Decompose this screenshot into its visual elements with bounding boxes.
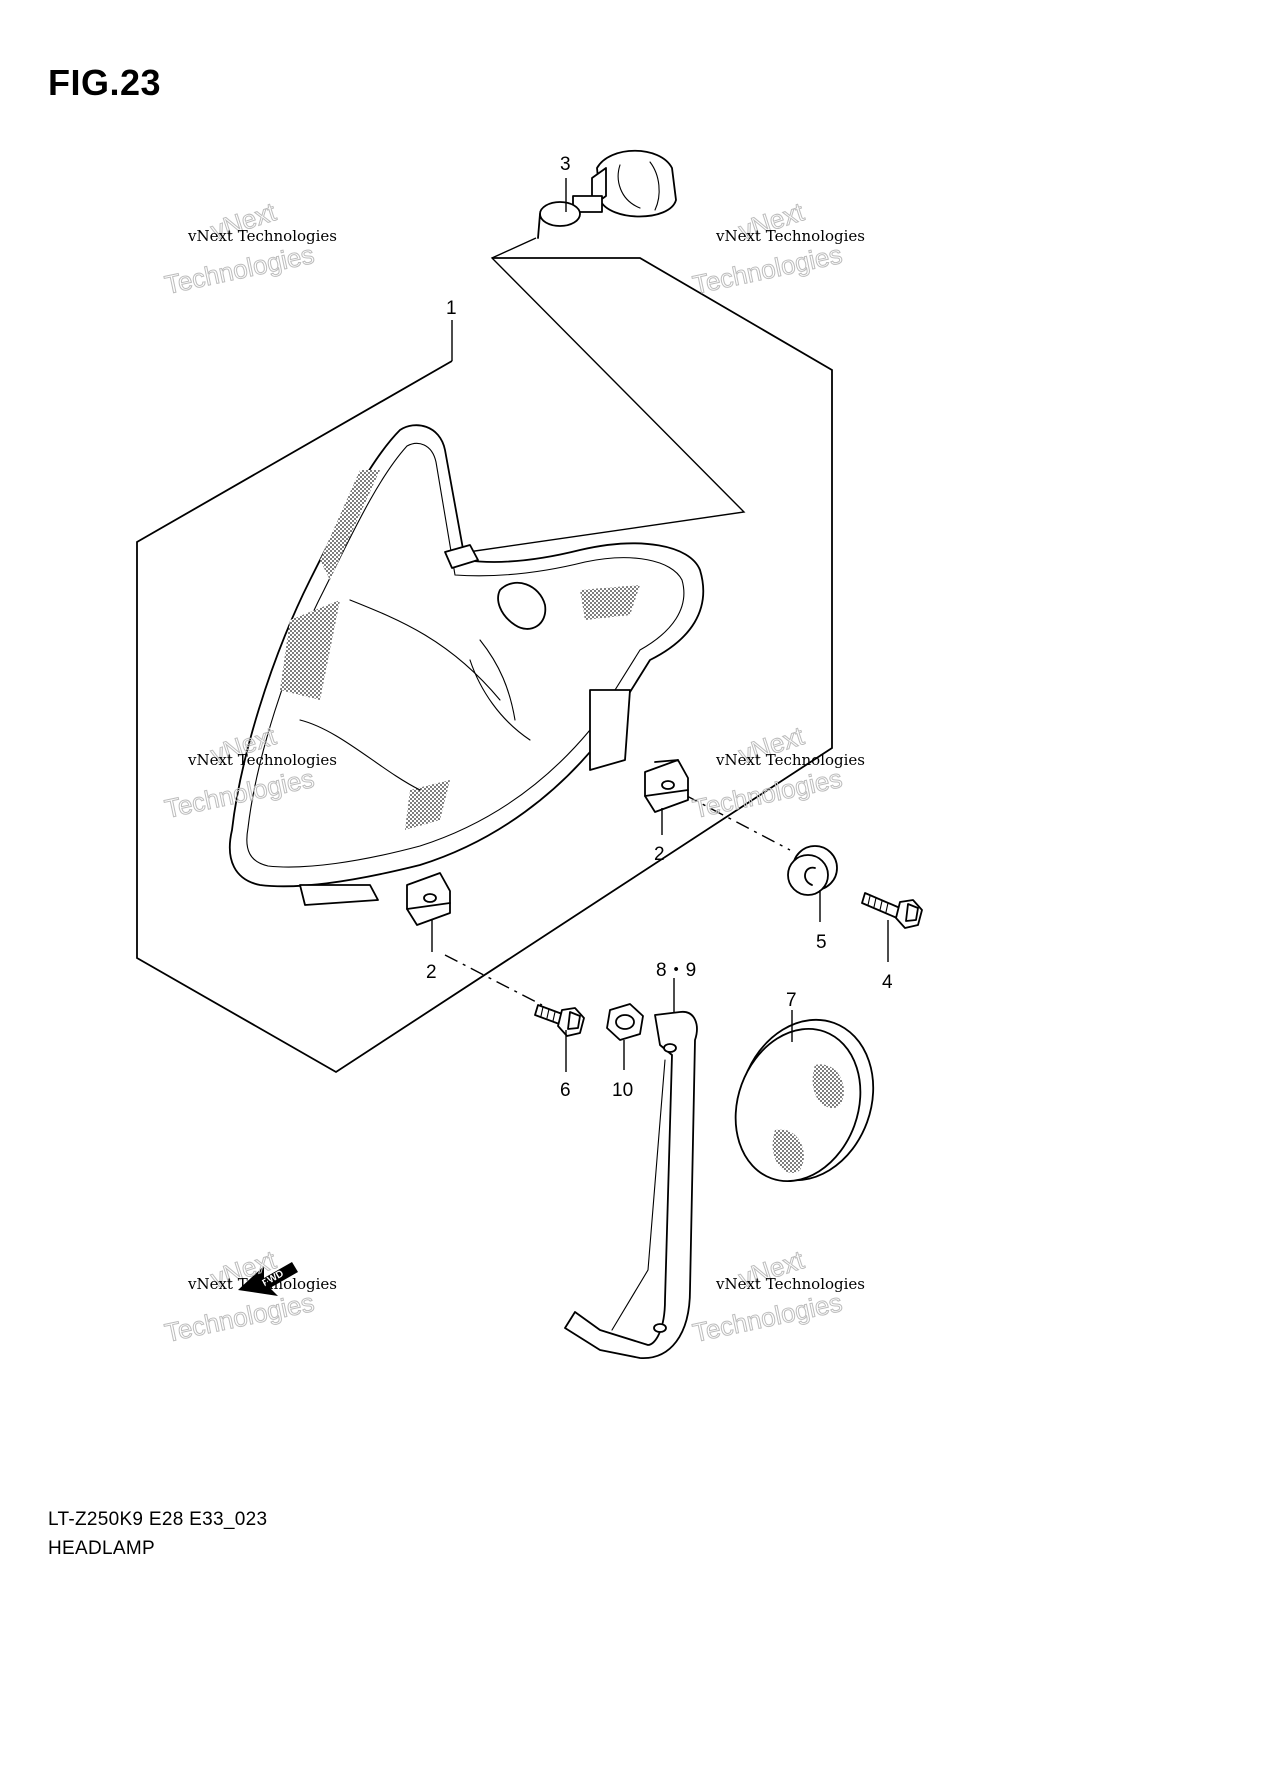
svg-text:vNext Technologies: vNext Technologies (187, 1275, 337, 1293)
screw-right (861, 892, 923, 929)
callout-5: 5 (816, 932, 827, 953)
guide-lines (444, 237, 791, 1006)
assembly-frame (136, 257, 833, 1074)
watermark-bottom-right: vNext Technologies vNext Technologies (690, 1244, 865, 1349)
callout-2-upper: 2 (654, 844, 665, 865)
reflector (734, 1018, 875, 1183)
callout-1: 1 (446, 298, 457, 319)
svg-text:vNext Technologies: vNext Technologies (715, 751, 865, 769)
clip-lower (406, 872, 451, 926)
watermark-bottom-left: vNext Technologies vNext Technologies (162, 1244, 337, 1349)
leader-lines (431, 178, 889, 1072)
callout-7: 7 (786, 990, 797, 1011)
svg-text:vNext Technologies: vNext Technologies (715, 227, 865, 245)
screw-left (534, 1004, 585, 1037)
section-name: HEADLAMP (48, 1538, 155, 1559)
svg-text:Technologies: Technologies (690, 1287, 845, 1348)
watermark-mid-right: vNext Technologies vNext Technologies (690, 720, 865, 825)
svg-text:Technologies: Technologies (690, 763, 845, 824)
watermark-top-left: vNext Technologies vNext Technologies (162, 196, 337, 301)
svg-text:Technologies: Technologies (690, 239, 845, 300)
callout-3: 3 (560, 154, 571, 175)
svg-text:vNext Technologies: vNext Technologies (187, 227, 337, 245)
bracket (564, 1011, 698, 1359)
svg-text:Technologies: Technologies (162, 1287, 317, 1348)
nut (606, 1003, 644, 1041)
clip-upper (644, 759, 689, 813)
headlamp-assembly (228, 424, 705, 906)
callout-2-lower: 2 (426, 962, 437, 983)
cushion (787, 845, 838, 896)
callout-8-9: 8・9 (656, 960, 696, 981)
watermark-top-right: vNext Technologies vNext Technologies (690, 196, 865, 301)
svg-text:vNext Technologies: vNext Technologies (187, 751, 337, 769)
callout-labels: 1 3 2 2 5 4 6 10 8・9 7 (426, 154, 893, 1101)
bulb (537, 149, 677, 239)
callout-10: 10 (612, 1080, 633, 1101)
svg-text:vNext Technologies: vNext Technologies (715, 1275, 865, 1293)
figure-title: FIG.23 (48, 62, 162, 103)
callout-4: 4 (882, 972, 893, 993)
model-code: LT-Z250K9 E28 E33_023 (48, 1509, 268, 1530)
callout-6: 6 (560, 1080, 571, 1101)
svg-text:Technologies: Technologies (162, 239, 317, 300)
